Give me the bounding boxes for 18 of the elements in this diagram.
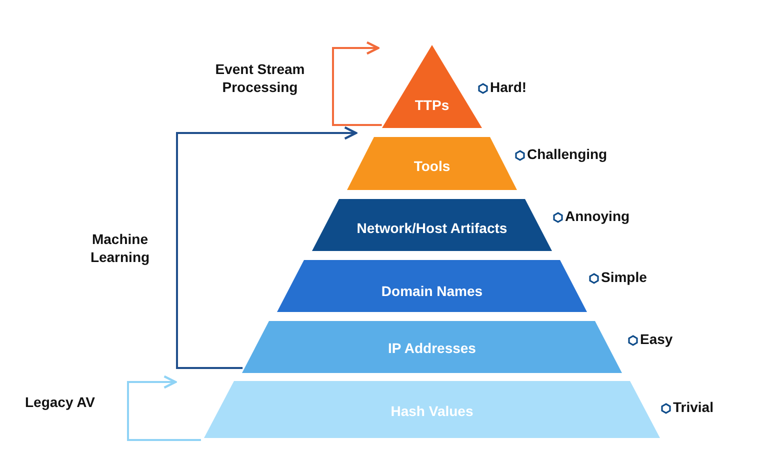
edge-label: Machine Learning [89, 230, 151, 266]
layer-label: IP Addresses [388, 341, 476, 355]
difficulty-label: Annoying [565, 208, 630, 224]
edge-label: Legacy AV [24, 393, 96, 412]
edge-label: Event Stream Processing [214, 60, 306, 96]
difficulty-label: Hard! [490, 79, 527, 95]
difficulty-label: Simple [601, 269, 647, 285]
bracket-arrow [127, 375, 201, 441]
layer-label: Domain Names [381, 284, 483, 298]
bracket-arrow [332, 41, 382, 126]
difficulty-label: Challenging [527, 146, 608, 162]
layer-label: Network/Host Artifacts [356, 221, 508, 235]
layer-label: Tools [414, 159, 450, 173]
difficulty-label: Easy [640, 331, 673, 347]
layer-label: TTPs [414, 98, 450, 112]
difficulty-label: Trivial [673, 399, 714, 415]
bracket-arrow [176, 126, 358, 369]
layer-label: Hash Values [390, 404, 474, 418]
